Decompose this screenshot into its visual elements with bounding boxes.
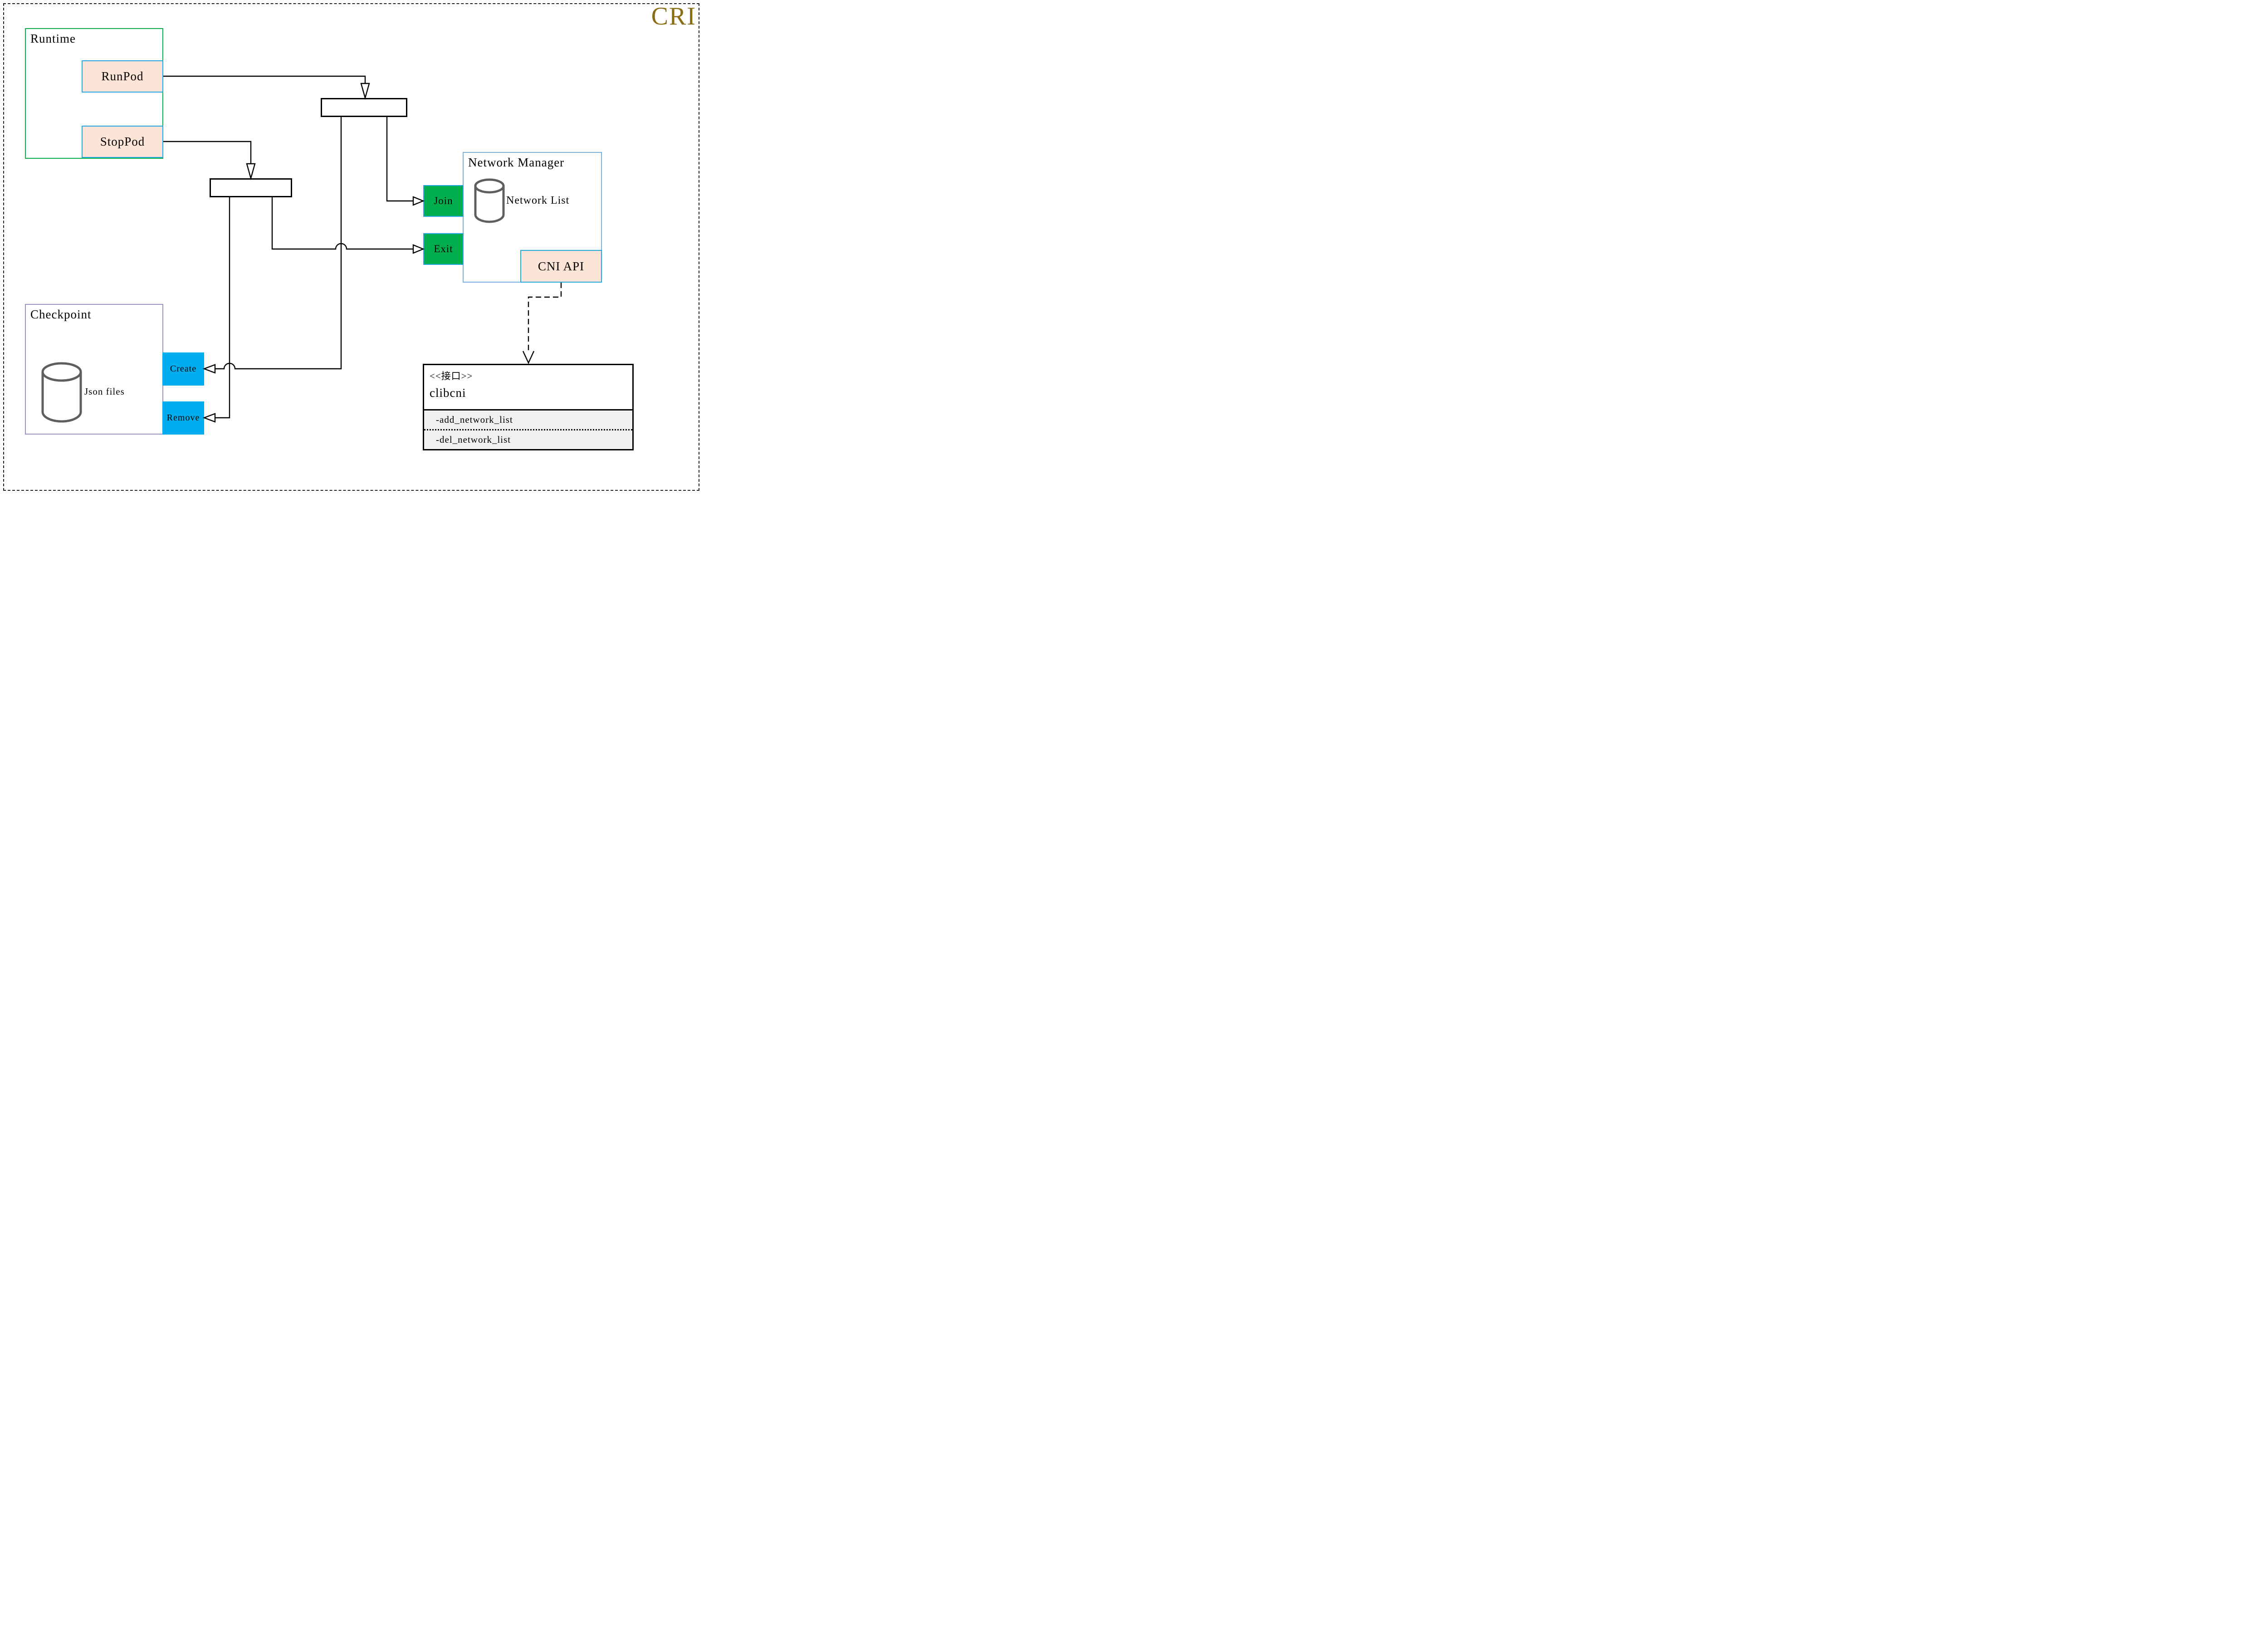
join-node: Join	[423, 185, 464, 217]
clibcni-class-box: <<接口>> clibcni -add_network_list -del_ne…	[423, 364, 634, 450]
cni-api-node: CNI API	[520, 250, 602, 283]
create-node: Create	[162, 352, 204, 386]
database-icon	[41, 362, 82, 423]
merge-node-middle	[210, 178, 292, 197]
exit-node: Exit	[423, 233, 464, 265]
checkpoint-title: Checkpoint	[30, 308, 92, 321]
stoppod-node: StopPod	[82, 126, 163, 158]
remove-node: Remove	[162, 401, 204, 435]
database-icon	[474, 178, 505, 223]
clibcni-method-add: -add_network_list	[424, 411, 632, 430]
clibcni-stereotype: <<接口>>	[430, 371, 473, 381]
merge-node-top	[321, 98, 407, 117]
runpod-node: RunPod	[82, 60, 163, 93]
checkpoint-box: Checkpoint	[25, 304, 163, 435]
cri-title: CRI	[651, 2, 696, 30]
json-files-label: Json files	[84, 386, 125, 397]
outer-dashed-border	[3, 3, 699, 491]
diagram-canvas: CRI Runtime RunPod StopPod Network Manag…	[0, 0, 703, 494]
clibcni-methods: -add_network_list -del_network_list	[424, 411, 632, 449]
network-list-label: Network List	[506, 195, 570, 206]
clibcni-header: <<接口>> clibcni	[424, 365, 632, 411]
network-manager-title: Network Manager	[468, 156, 565, 169]
clibcni-name: clibcni	[430, 386, 466, 400]
clibcni-method-del: -del_network_list	[436, 434, 511, 445]
runtime-title: Runtime	[30, 32, 76, 45]
